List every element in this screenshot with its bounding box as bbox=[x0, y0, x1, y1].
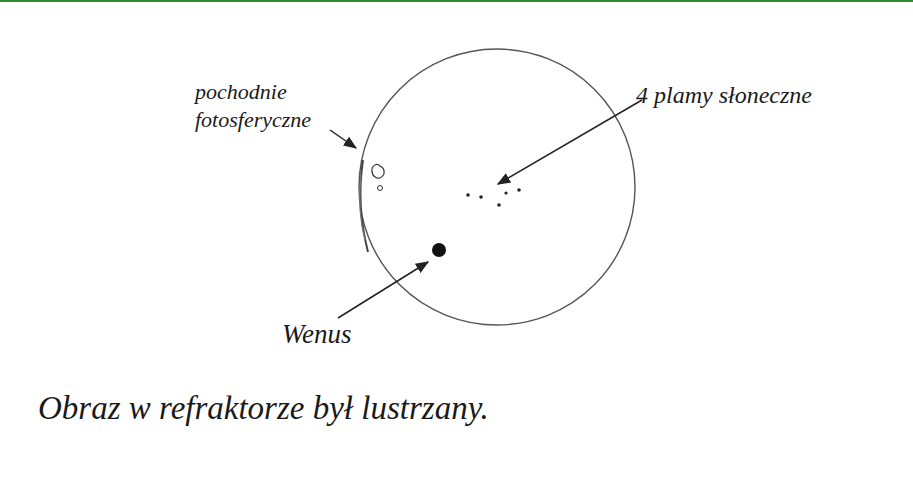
faculae bbox=[360, 160, 368, 252]
sun-disc bbox=[359, 49, 635, 325]
facula-blob bbox=[372, 164, 384, 178]
leader-line bbox=[338, 262, 428, 318]
annotation: 4 plamy słoneczne bbox=[636, 80, 896, 110]
venus-disc bbox=[432, 243, 446, 257]
top-rule bbox=[0, 0, 913, 2]
annotation: Wenus bbox=[282, 318, 402, 352]
annotation: pochodnie fotosferyczne bbox=[195, 78, 335, 133]
leader-line bbox=[330, 130, 356, 148]
facula-blob bbox=[378, 186, 383, 191]
faculae bbox=[360, 175, 365, 240]
sunspots bbox=[466, 188, 521, 207]
note: Obraz w refraktorze był lustrzany. bbox=[38, 388, 898, 429]
leader-line bbox=[498, 100, 642, 184]
